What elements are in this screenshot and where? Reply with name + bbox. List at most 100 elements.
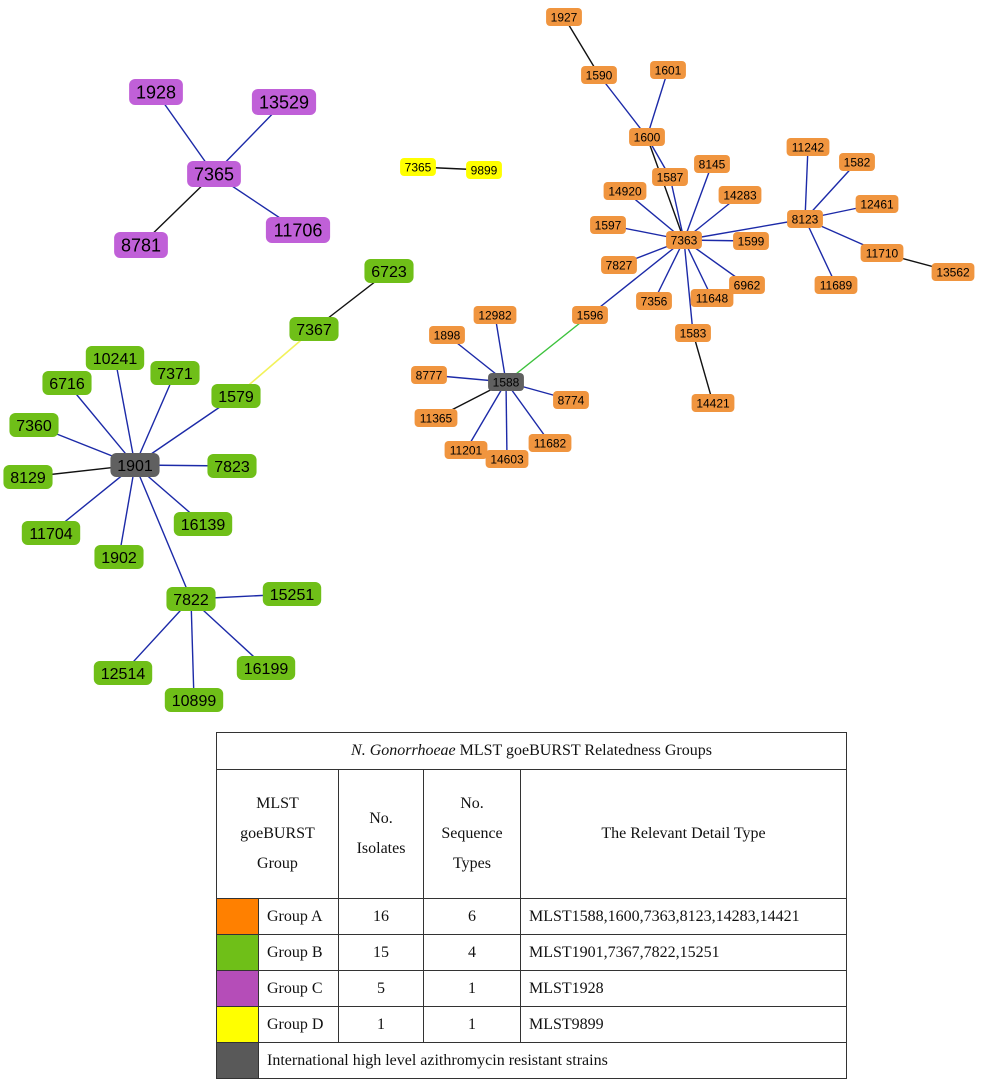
node-label: 7356 (641, 294, 668, 308)
edge-o1588-o11201 (465, 381, 507, 451)
node-label: 11706 (274, 220, 323, 240)
node-o12982[interactable]: 12982 (473, 306, 517, 324)
node-label: 8129 (10, 470, 46, 487)
node-o14603[interactable]: 14603 (485, 450, 529, 468)
edge-g7822-g10899 (190, 598, 195, 701)
node-o1583[interactable]: 1583 (675, 324, 711, 342)
node-p1928[interactable]: 1928 (129, 79, 183, 105)
group-swatch (216, 970, 259, 1007)
node-o11648[interactable]: 11648 (690, 289, 734, 307)
node-o11365[interactable]: 11365 (414, 409, 458, 427)
node-y7365[interactable]: 7365 (400, 158, 436, 176)
node-label: 12461 (860, 197, 894, 211)
edge-g1901-g7371 (134, 372, 176, 466)
node-o1600[interactable]: 1600 (629, 128, 665, 146)
node-label: 10899 (172, 693, 217, 710)
node-g6716[interactable]: 6716 (42, 371, 92, 395)
edge-o1601-o1600 (646, 69, 669, 138)
sequence-types-count: 6 (423, 898, 521, 935)
node-o1599[interactable]: 1599 (733, 232, 769, 250)
node-p11706[interactable]: 11706 (265, 217, 331, 243)
node-o11242[interactable]: 11242 (786, 138, 830, 156)
node-o8145[interactable]: 8145 (694, 155, 730, 173)
node-o8123[interactable]: 8123 (787, 210, 823, 228)
node-o11710[interactable]: 11710 (860, 244, 904, 262)
node-g11704[interactable]: 11704 (21, 521, 81, 545)
node-o13562[interactable]: 13562 (931, 263, 975, 281)
node-label: 6723 (371, 264, 407, 281)
node-p8781[interactable]: 8781 (114, 232, 168, 258)
node-g7823[interactable]: 7823 (207, 454, 257, 478)
header-sequence-types: No. Sequence Types (423, 769, 521, 899)
node-o8777[interactable]: 8777 (411, 366, 447, 384)
node-g16139[interactable]: 16139 (173, 512, 233, 536)
node-o14421[interactable]: 14421 (691, 394, 735, 412)
node-g8129[interactable]: 8129 (3, 465, 53, 489)
node-o14283[interactable]: 14283 (718, 186, 762, 204)
node-label: 8123 (792, 212, 819, 226)
node-o1582[interactable]: 1582 (839, 153, 875, 171)
edge-g1901-g1902 (118, 464, 136, 558)
node-o1588[interactable]: 1588 (488, 373, 524, 391)
header-seqtypes-line2: Sequence (441, 825, 503, 842)
isolates-count: 1 (338, 1006, 424, 1043)
node-p7365[interactable]: 7365 (187, 161, 241, 187)
node-label: 11365 (420, 411, 453, 425)
node-o1587[interactable]: 1587 (652, 168, 688, 186)
node-g10899[interactable]: 10899 (164, 688, 224, 712)
node-p13529[interactable]: 13529 (251, 89, 317, 115)
node-g16199[interactable]: 16199 (236, 656, 296, 680)
node-y9899[interactable]: 9899 (466, 161, 502, 179)
node-label: 13529 (259, 92, 309, 112)
header-isolates-line1: No. (369, 810, 393, 827)
node-g7822[interactable]: 7822 (166, 587, 216, 611)
node-g1579[interactable]: 1579 (211, 384, 261, 408)
node-o7363[interactable]: 7363 (666, 231, 702, 249)
node-box (629, 128, 665, 146)
node-box (236, 656, 296, 680)
node-g7367[interactable]: 7367 (289, 317, 339, 341)
node-g10241[interactable]: 10241 (85, 346, 145, 370)
node-o1601[interactable]: 1601 (650, 61, 686, 79)
node-o11689[interactable]: 11689 (814, 276, 858, 294)
node-g1902[interactable]: 1902 (94, 545, 144, 569)
node-o6962[interactable]: 6962 (729, 276, 765, 294)
node-label: 1583 (680, 326, 707, 340)
node-g6723[interactable]: 6723 (364, 259, 414, 283)
node-box (729, 276, 765, 294)
table-title-text: MLST goeBURST Relatedness Groups (455, 742, 712, 759)
node-o1898[interactable]: 1898 (429, 326, 465, 344)
node-g7371[interactable]: 7371 (150, 361, 200, 385)
node-label: 7827 (606, 258, 633, 272)
node-g12514[interactable]: 12514 (93, 661, 153, 685)
node-o8774[interactable]: 8774 (553, 391, 589, 409)
node-o1597[interactable]: 1597 (590, 216, 626, 234)
node-g7360[interactable]: 7360 (9, 413, 59, 437)
edge-o1588-o14603 (505, 381, 508, 460)
node-o1590[interactable]: 1590 (581, 66, 617, 84)
node-g1901[interactable]: 1901 (110, 453, 160, 477)
node-box (207, 454, 257, 478)
node-box (93, 661, 153, 685)
node-label: 1902 (101, 550, 137, 567)
header-group-line1: MLST (256, 795, 299, 812)
isolates-count: 16 (338, 898, 424, 935)
node-o11201[interactable]: 11201 (444, 441, 488, 459)
node-box (601, 256, 637, 274)
node-label: 7367 (296, 322, 332, 339)
node-o7827[interactable]: 7827 (601, 256, 637, 274)
edge-g7822-g12514 (122, 598, 192, 674)
node-o1927[interactable]: 1927 (546, 8, 582, 26)
edge-o7363-o1587 (669, 176, 685, 241)
node-o12461[interactable]: 12461 (855, 195, 899, 213)
node-label: 16139 (181, 517, 226, 534)
node-label: 1579 (218, 389, 254, 406)
node-o11682[interactable]: 11682 (528, 434, 572, 452)
node-o1596[interactable]: 1596 (572, 306, 608, 324)
header-group-line2: goeBURST (240, 825, 315, 842)
node-box (110, 453, 160, 477)
node-o7356[interactable]: 7356 (636, 292, 672, 310)
node-o14920[interactable]: 14920 (603, 182, 647, 200)
node-g15251[interactable]: 15251 (262, 582, 322, 606)
